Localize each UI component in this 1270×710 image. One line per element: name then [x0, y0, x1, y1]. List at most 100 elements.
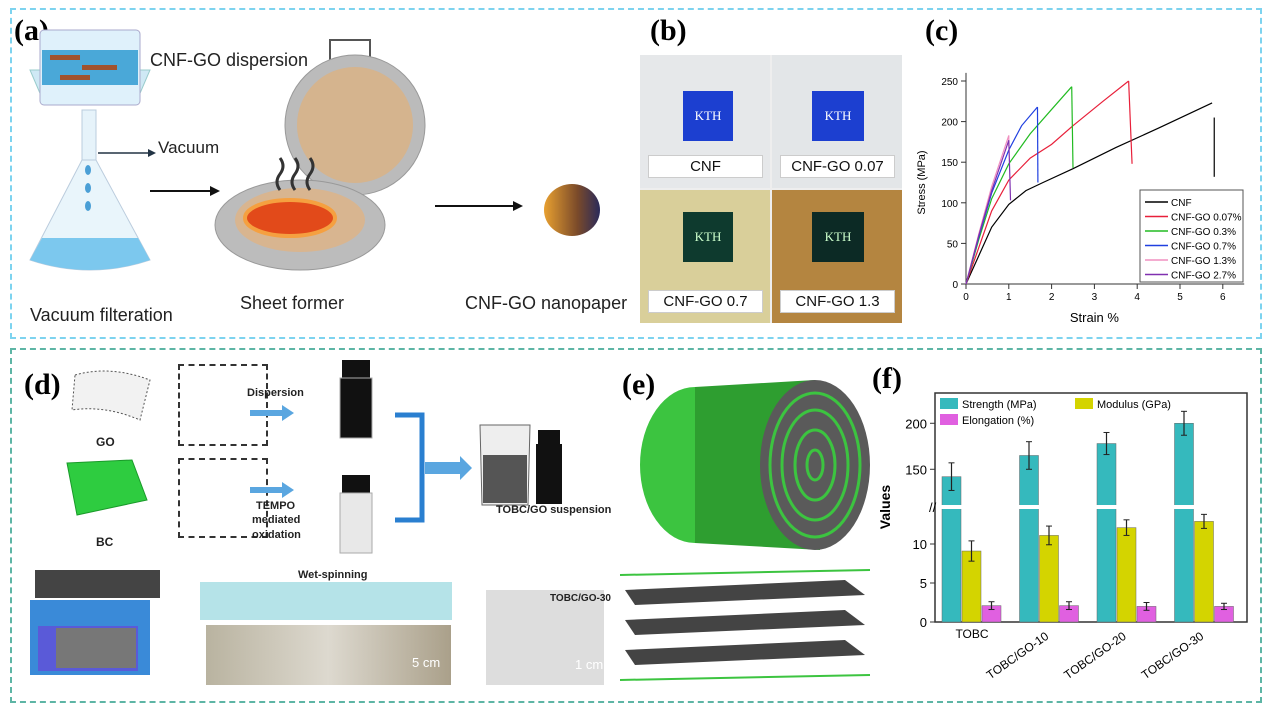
- fiber-photo: [206, 625, 451, 685]
- bottom-panel-frame: [10, 348, 1262, 703]
- legend-label: Modulus (GPa): [1097, 399, 1171, 411]
- vacuum-arrow: [98, 149, 156, 157]
- caption-cnf-go-13: CNF-GO 1.3: [780, 290, 895, 313]
- syringe-pump-illustration: [30, 570, 160, 675]
- y-tick-label: 50: [947, 239, 959, 250]
- y-tick-label: 100: [941, 199, 958, 210]
- bar: [1174, 423, 1194, 623]
- panel-e-label: (e): [622, 368, 656, 401]
- bar: [941, 476, 962, 623]
- legend-label: Elongation (%): [962, 415, 1034, 427]
- y-tick-label: 10: [913, 537, 927, 552]
- bc-illustration: [66, 459, 148, 516]
- legend-swatch: [940, 414, 958, 425]
- legend-box: [1139, 189, 1244, 283]
- coagulation-bath: [200, 582, 452, 620]
- y-tick-label: 200: [905, 416, 927, 431]
- series-line: [965, 86, 1073, 285]
- x-tick-label: TOBC/GO-30: [1139, 629, 1207, 682]
- y-tick-label: 5: [920, 576, 927, 591]
- legend-label: CNF: [1171, 198, 1192, 209]
- kth-logo: KTH: [683, 212, 733, 262]
- scale-1cm: 1 cm: [575, 657, 604, 672]
- go-sheet-illustration: [71, 370, 151, 421]
- scale-5cm: 5 cm: [412, 655, 441, 670]
- vacuum-label: Vacuum: [158, 138, 220, 157]
- legend-label: CNF-GO 2.7%: [1171, 271, 1236, 282]
- x-tick-label: 1: [1006, 292, 1012, 303]
- dispersion-title: CNF-GO dispersion: [150, 50, 309, 70]
- y-tick-label: 150: [941, 158, 958, 169]
- panel-f-label: (f): [872, 362, 902, 395]
- y-axis-title: Stress (MPa): [916, 150, 928, 214]
- bar: [1039, 535, 1059, 623]
- bc-label: BC: [96, 535, 114, 549]
- step-sheet-former: Sheet former: [240, 293, 345, 313]
- bar: [1019, 455, 1039, 623]
- x-tick-label: 0: [963, 292, 969, 303]
- kth-logo: KTH: [812, 91, 864, 141]
- y-tick-label: 200: [941, 118, 958, 129]
- panel-d-label: (d): [24, 368, 61, 401]
- bar: [1096, 443, 1117, 623]
- caption-cnf-go-007: CNF-GO 0.07: [780, 155, 895, 178]
- x-tick-label: 4: [1134, 292, 1140, 303]
- legend-swatch: [1075, 398, 1093, 409]
- go-label: GO: [96, 435, 115, 449]
- dispersion-label: Dispersion: [247, 387, 304, 399]
- panel-c-label: (c): [925, 14, 959, 47]
- legend-label: CNF-GO 0.7%: [1171, 242, 1236, 253]
- legend-swatch: [940, 398, 958, 409]
- sheet-former-illustration: [214, 39, 426, 271]
- arrow-dispersion: [250, 405, 294, 421]
- vials-illustration: [339, 360, 562, 554]
- caption-cnf-go-07: CNF-GO 0.7: [648, 290, 763, 313]
- vacuum-filtration-illustration: [29, 29, 151, 271]
- cellulose-structure-box: [178, 458, 268, 538]
- go-structure-box: [178, 364, 268, 446]
- rolled-fiber-illustration: [619, 380, 871, 681]
- tempo-label-2: mediated: [252, 514, 301, 526]
- legend-label: Strength (MPa): [962, 399, 1037, 411]
- bar: [961, 550, 982, 623]
- x-tick-label: TOBC/GO-20: [1061, 629, 1129, 682]
- x-tick-label: 2: [1049, 292, 1055, 303]
- y-tick-label: 250: [941, 77, 958, 88]
- legend-label: CNF-GO 1.3%: [1171, 256, 1236, 267]
- arrow-1: [150, 186, 220, 196]
- plot-frame: [934, 392, 1248, 623]
- kth-logo: KTH: [683, 91, 733, 141]
- arrow-tempo: [250, 482, 294, 498]
- tempo-label-3: oxidation: [252, 529, 301, 541]
- x-tick-label: 6: [1220, 292, 1226, 303]
- arrow-2: [435, 201, 523, 211]
- x-tick-label: TOBC/GO-10: [984, 629, 1052, 682]
- series-fracture-line: [1071, 86, 1074, 168]
- step-vacuum-filtration: Vacuum filteration: [30, 305, 173, 325]
- legend-label: CNF-GO 0.3%: [1171, 227, 1236, 238]
- wet-spinning-label: Wet-spinning: [298, 569, 368, 581]
- series-fracture-line: [1008, 140, 1012, 201]
- y-tick-label: 150: [905, 462, 927, 477]
- fiber-label: TOBC/GO-30: [550, 593, 611, 604]
- x-tick-label: 3: [1092, 292, 1098, 303]
- step-nanopaper: CNF-GO nanopaper: [465, 293, 628, 313]
- y-tick-label: 0: [952, 280, 958, 291]
- top-panel-frame: [10, 8, 1262, 339]
- suspension-label: TOBC/GO suspension: [496, 504, 612, 516]
- series-fracture-line: [1128, 80, 1133, 164]
- x-tick-label: 5: [1177, 292, 1183, 303]
- caption-cnf: CNF: [648, 155, 763, 178]
- axis-break-gap: [936, 505, 1246, 509]
- kth-logo: KTH: [812, 212, 864, 262]
- nanopaper-illustration: [544, 184, 600, 236]
- series-line: [965, 102, 1213, 285]
- bar: [1194, 521, 1214, 623]
- tempo-label-1: TEMPO: [256, 500, 296, 512]
- nanopaper-photos: KTH KTH KTH KTH: [640, 55, 902, 323]
- x-tick-label: TOBC: [955, 627, 988, 641]
- series-line: [965, 80, 1130, 285]
- y-axis-title: Values: [877, 485, 893, 530]
